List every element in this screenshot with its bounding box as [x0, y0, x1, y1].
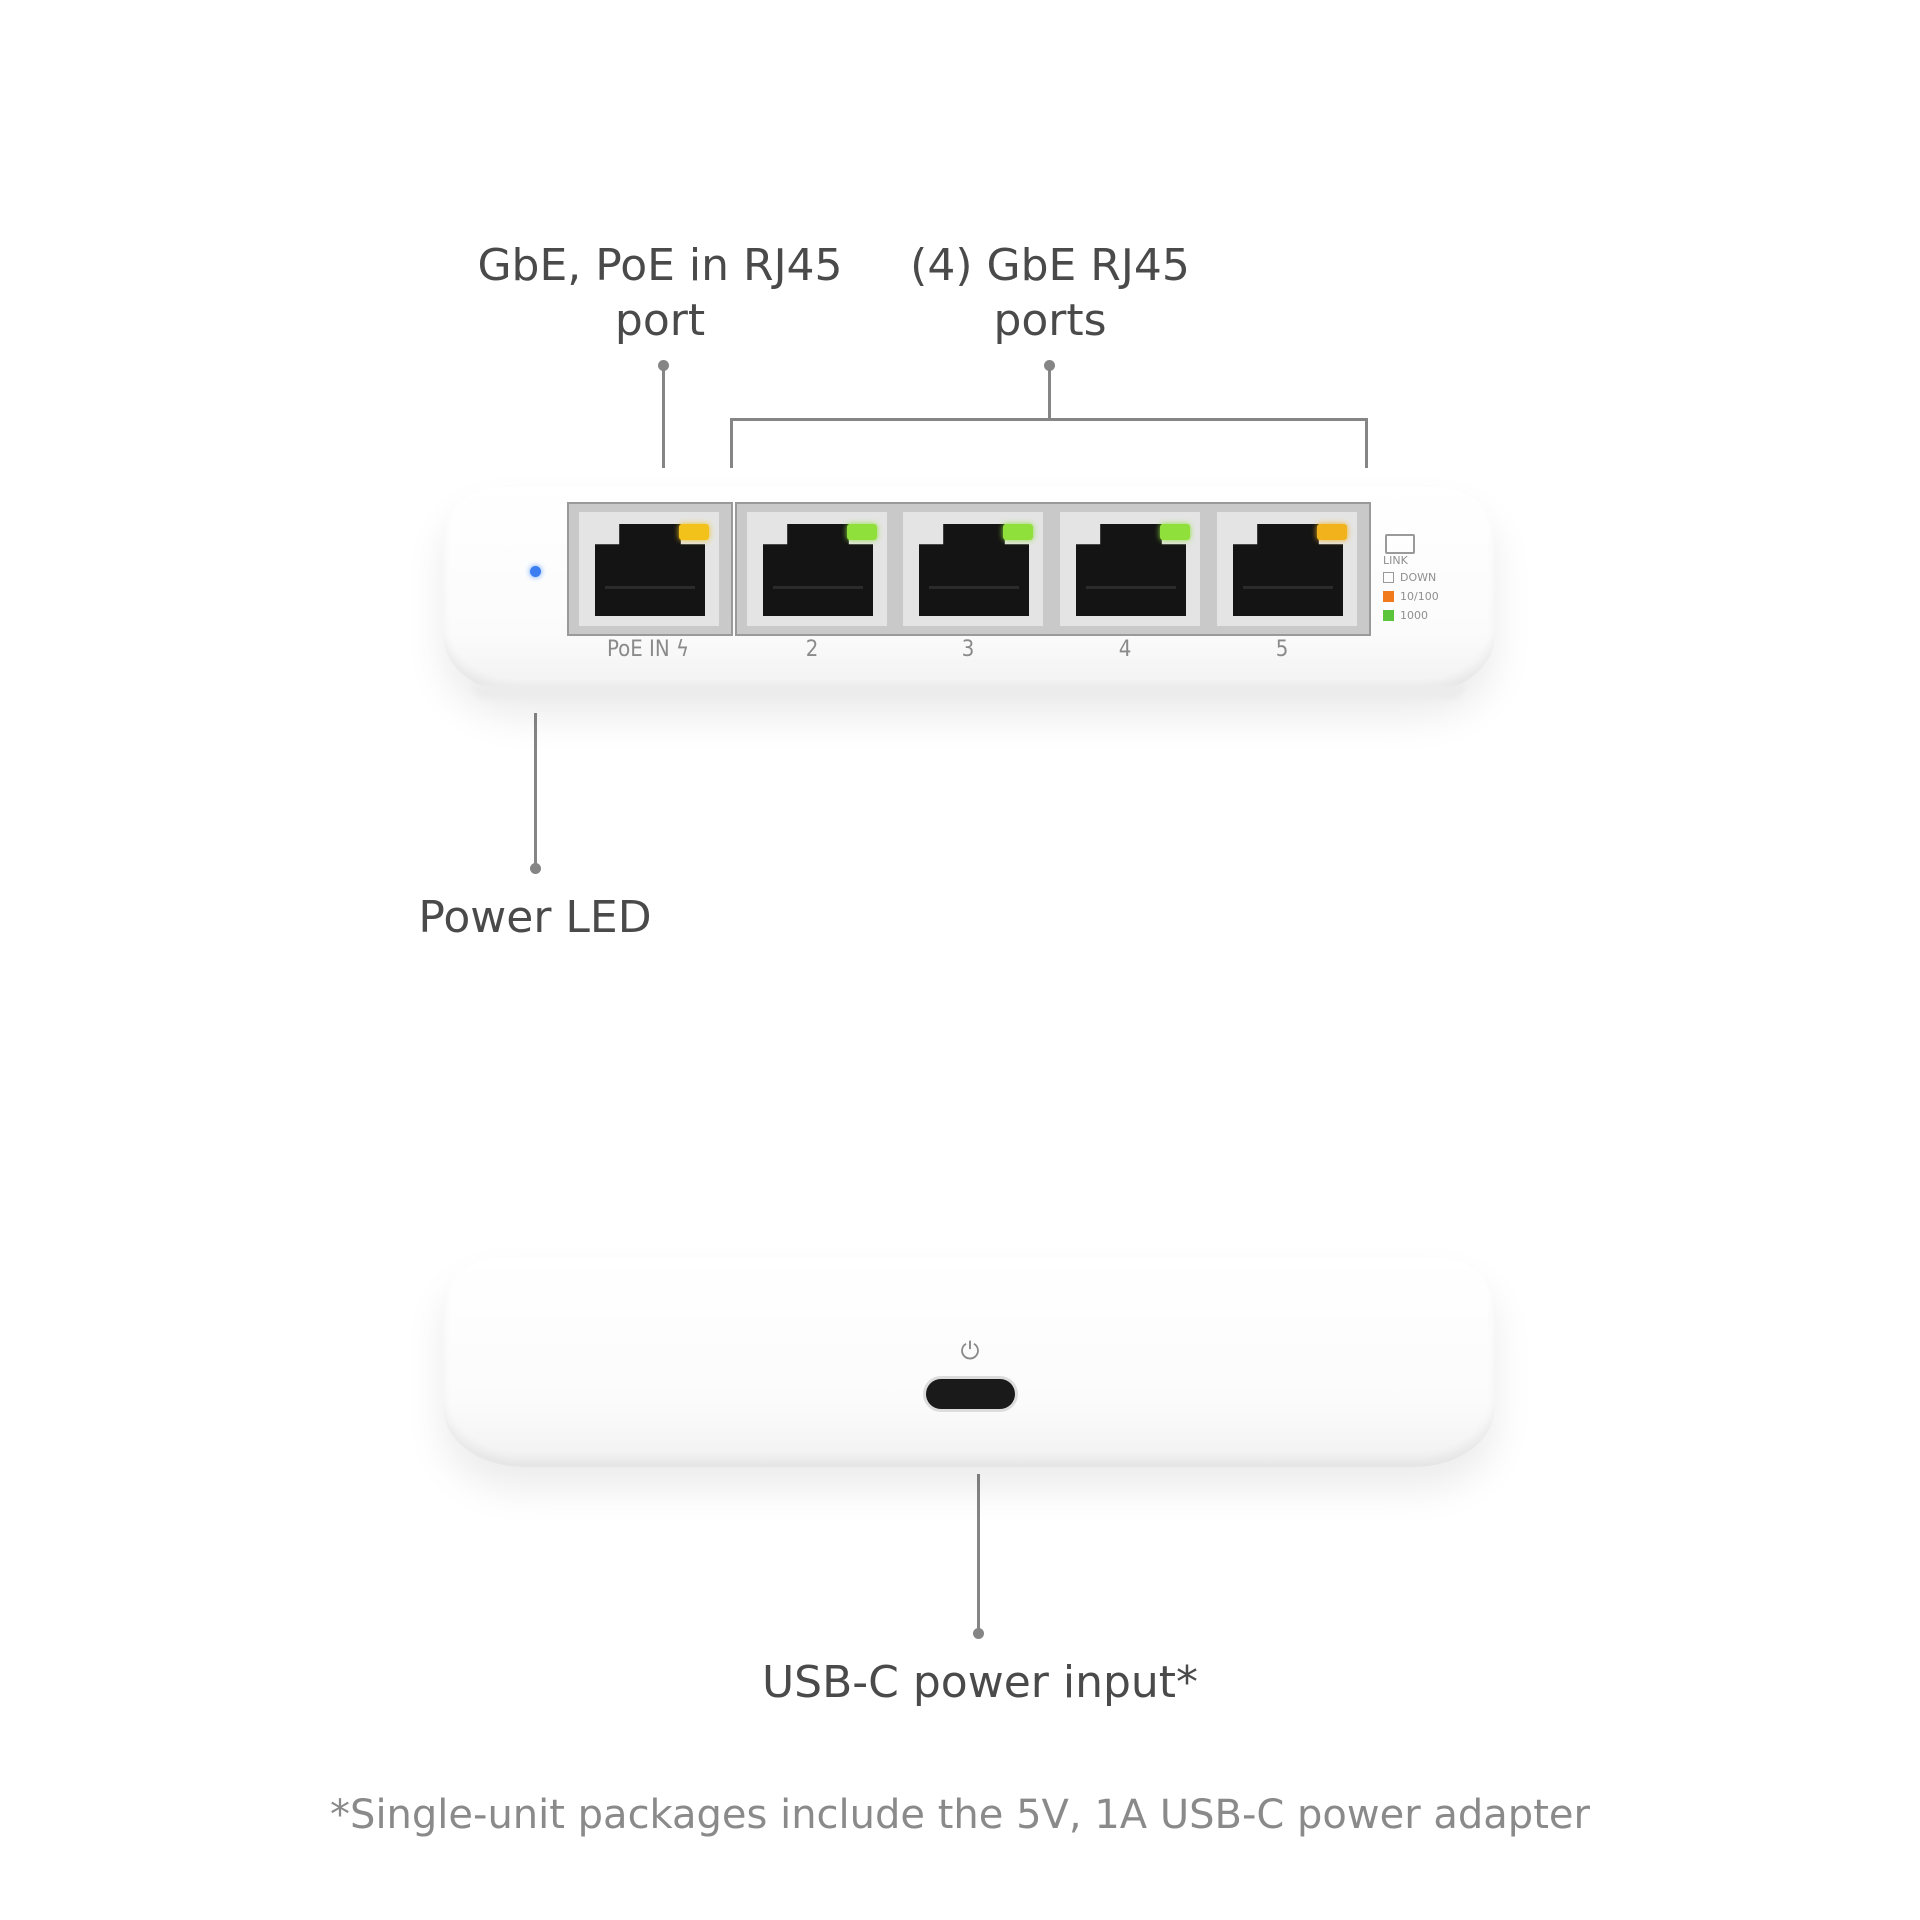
- switch-front-view: PoE IN ϟ 2 3 4 5 LINK DOWN 10/100 1000: [443, 487, 1495, 699]
- port-led: [679, 524, 709, 540]
- legend-row-down: DOWN: [1383, 568, 1463, 587]
- legend-row-1000: 1000: [1383, 606, 1463, 625]
- gbe-bracket-top: [730, 418, 1368, 421]
- gbe-leader-line: [1048, 365, 1051, 420]
- port-label-2: 2: [805, 637, 819, 662]
- poe-port: [579, 512, 719, 626]
- legend-1000: 1000: [1400, 609, 1428, 622]
- usbc-port: [926, 1379, 1015, 1409]
- power-led-leader-line: [534, 713, 537, 868]
- gbe-ports-callout: (4) GbE RJ45 ports: [910, 240, 1190, 346]
- gbe-port-4: [1060, 512, 1200, 626]
- legend-swatch-1000: [1383, 610, 1394, 621]
- port-label-5: 5: [1275, 637, 1289, 662]
- usbc-leader-line: [977, 1474, 980, 1634]
- port-led: [1003, 524, 1033, 540]
- link-icon: [1385, 534, 1415, 554]
- gbe-port-housing: [735, 502, 1371, 636]
- legend-link: LINK: [1383, 554, 1408, 567]
- switch-rear-view: ⏻: [443, 1257, 1495, 1467]
- legend-100: 10/100: [1400, 590, 1439, 603]
- usbc-callout: USB-C power input*: [761, 1657, 1199, 1708]
- power-icon: ⏻: [960, 1337, 980, 1365]
- gbe-port-5: [1217, 512, 1357, 626]
- legend-row-100: 10/100: [1383, 587, 1463, 606]
- power-led-callout: Power LED: [418, 892, 652, 943]
- footnote: *Single-unit packages include the 5V, 1A…: [330, 1792, 1590, 1838]
- poe-port-callout: GbE, PoE in RJ45 port: [477, 240, 843, 346]
- power-led: [530, 566, 541, 577]
- device-base-shadow: [473, 685, 1465, 699]
- legend-down: DOWN: [1400, 571, 1437, 584]
- port-led: [1317, 524, 1347, 540]
- poe-port-housing: [567, 502, 733, 636]
- gbe-bracket-left: [730, 418, 733, 468]
- port-label-4: 4: [1118, 637, 1132, 662]
- legend-swatch-100: [1383, 591, 1394, 602]
- port-label-3: 3: [961, 637, 975, 662]
- poe-leader-line: [662, 365, 665, 468]
- port-label-poe: PoE IN ϟ: [606, 637, 690, 662]
- gbe-bracket-right: [1365, 418, 1368, 468]
- usbc-leader-dot: [973, 1628, 984, 1639]
- gbe-port-3: [903, 512, 1043, 626]
- port-led: [1160, 524, 1190, 540]
- led-legend: LINK DOWN 10/100 1000: [1383, 534, 1463, 625]
- legend-swatch-down: [1383, 572, 1394, 583]
- gbe-port-2: [747, 512, 887, 626]
- port-led: [847, 524, 877, 540]
- power-led-leader-dot: [530, 863, 541, 874]
